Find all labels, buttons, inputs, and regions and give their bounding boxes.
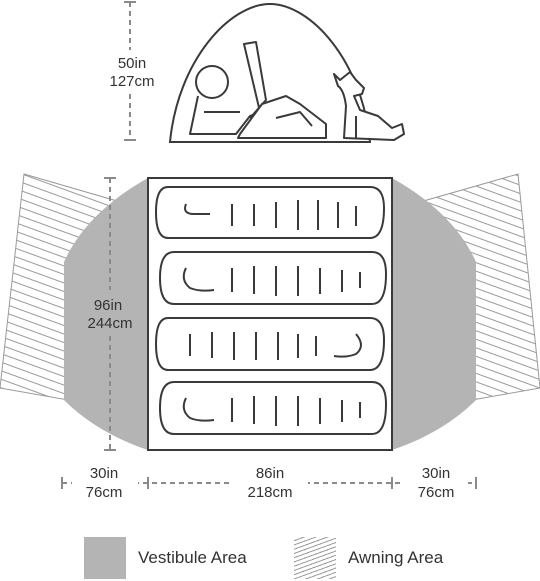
dog-figure [333, 71, 405, 141]
sleeping-bag [158, 381, 388, 435]
left-vestibule-area [64, 178, 148, 450]
legend-vestibule: Vestibule Area [84, 536, 247, 580]
sleeping-bag [154, 317, 386, 371]
vestibule-legend-label: Vestibule Area [138, 548, 247, 567]
left-vestibule-metric-label: 76cm [86, 484, 123, 501]
left-vestibule-imperial-label: 30in [90, 465, 118, 482]
right-vestibule-imperial-label: 30in [422, 465, 450, 482]
floor-length-dimension-line [104, 177, 116, 451]
sleeping-bag [158, 251, 388, 305]
height-metric-label: 127cm [109, 73, 154, 90]
sleeping-bag [154, 186, 386, 239]
vestibule-swatch [84, 537, 126, 579]
floor-length-imperial-label: 96in [94, 297, 122, 314]
floor-width-metric-label: 218cm [247, 484, 292, 501]
right-vestibule-metric-label: 76cm [418, 484, 455, 501]
floor-length-metric-label: 244cm [87, 315, 132, 332]
person-figure [189, 41, 327, 139]
sleeping-bags [154, 186, 388, 435]
legend-awning: Awning Area [294, 536, 443, 580]
height-imperial-label: 50in [118, 55, 146, 72]
right-vestibule-area [392, 178, 476, 450]
floor-width-imperial-label: 86in [256, 465, 284, 482]
height-dimension-line [124, 1, 136, 141]
awning-swatch [294, 537, 336, 579]
awning-legend-label: Awning Area [348, 548, 444, 567]
